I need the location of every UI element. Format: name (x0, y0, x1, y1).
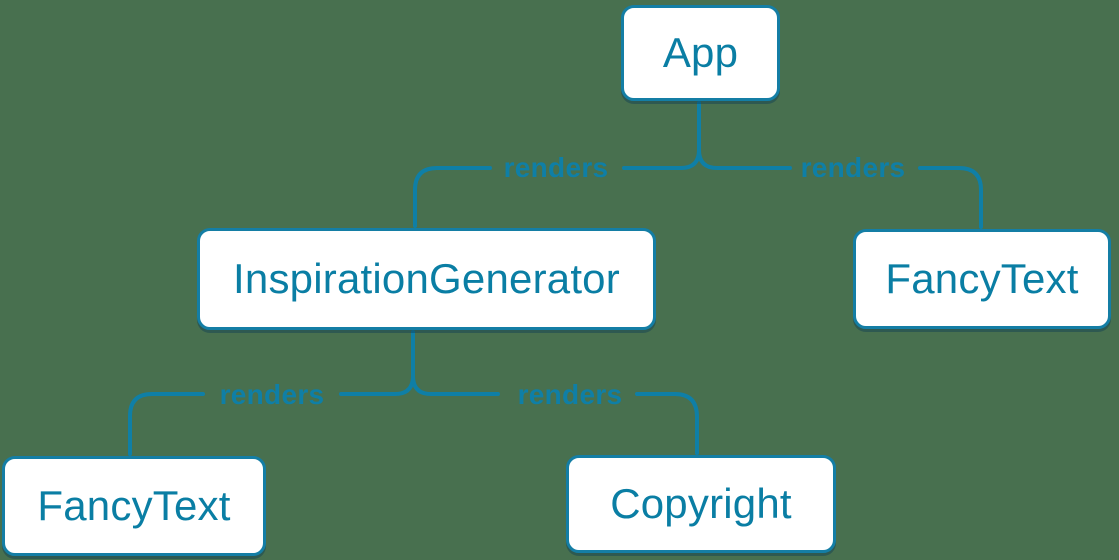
edge-label-inspirationgenerator-copyright: renders (517, 379, 623, 410)
node-copyright: Copyright (566, 455, 836, 553)
edge-label-app-fancytext: renders (800, 152, 906, 183)
node-fancy-text-bottom: FancyText (2, 456, 266, 556)
edge-app-to-inspirationgenerator-stem (622, 101, 701, 170)
edge-inspirationgenerator-to-copyright-corner (635, 392, 699, 455)
edge-app-to-fancytext-corner (918, 166, 983, 229)
node-fancy-text-bottom-label: FancyText (37, 482, 231, 529)
edge-inspirationgenerator-to-fancytext-stem (339, 330, 415, 396)
edge-inspirationgenerator-to-fancytext-corner (128, 392, 205, 456)
node-inspiration-generator: InspirationGenerator (197, 228, 656, 330)
node-fancy-text-top: FancyText (853, 229, 1111, 329)
edge-inspirationgenerator-to-copyright-stem (411, 330, 500, 396)
node-app: App (621, 5, 780, 101)
edge-app-to-inspirationgenerator-corner (413, 166, 492, 228)
node-fancy-text-top-label: FancyText (885, 255, 1079, 302)
node-copyright-label: Copyright (610, 480, 792, 527)
edge-label-app-inspirationgenerator: renders (503, 152, 609, 183)
node-inspiration-generator-label: InspirationGenerator (233, 255, 620, 302)
edge-label-inspirationgenerator-fancytext: renders (219, 379, 325, 410)
edge-app-to-fancytext-stem (697, 101, 792, 170)
node-app-label: App (662, 29, 739, 76)
